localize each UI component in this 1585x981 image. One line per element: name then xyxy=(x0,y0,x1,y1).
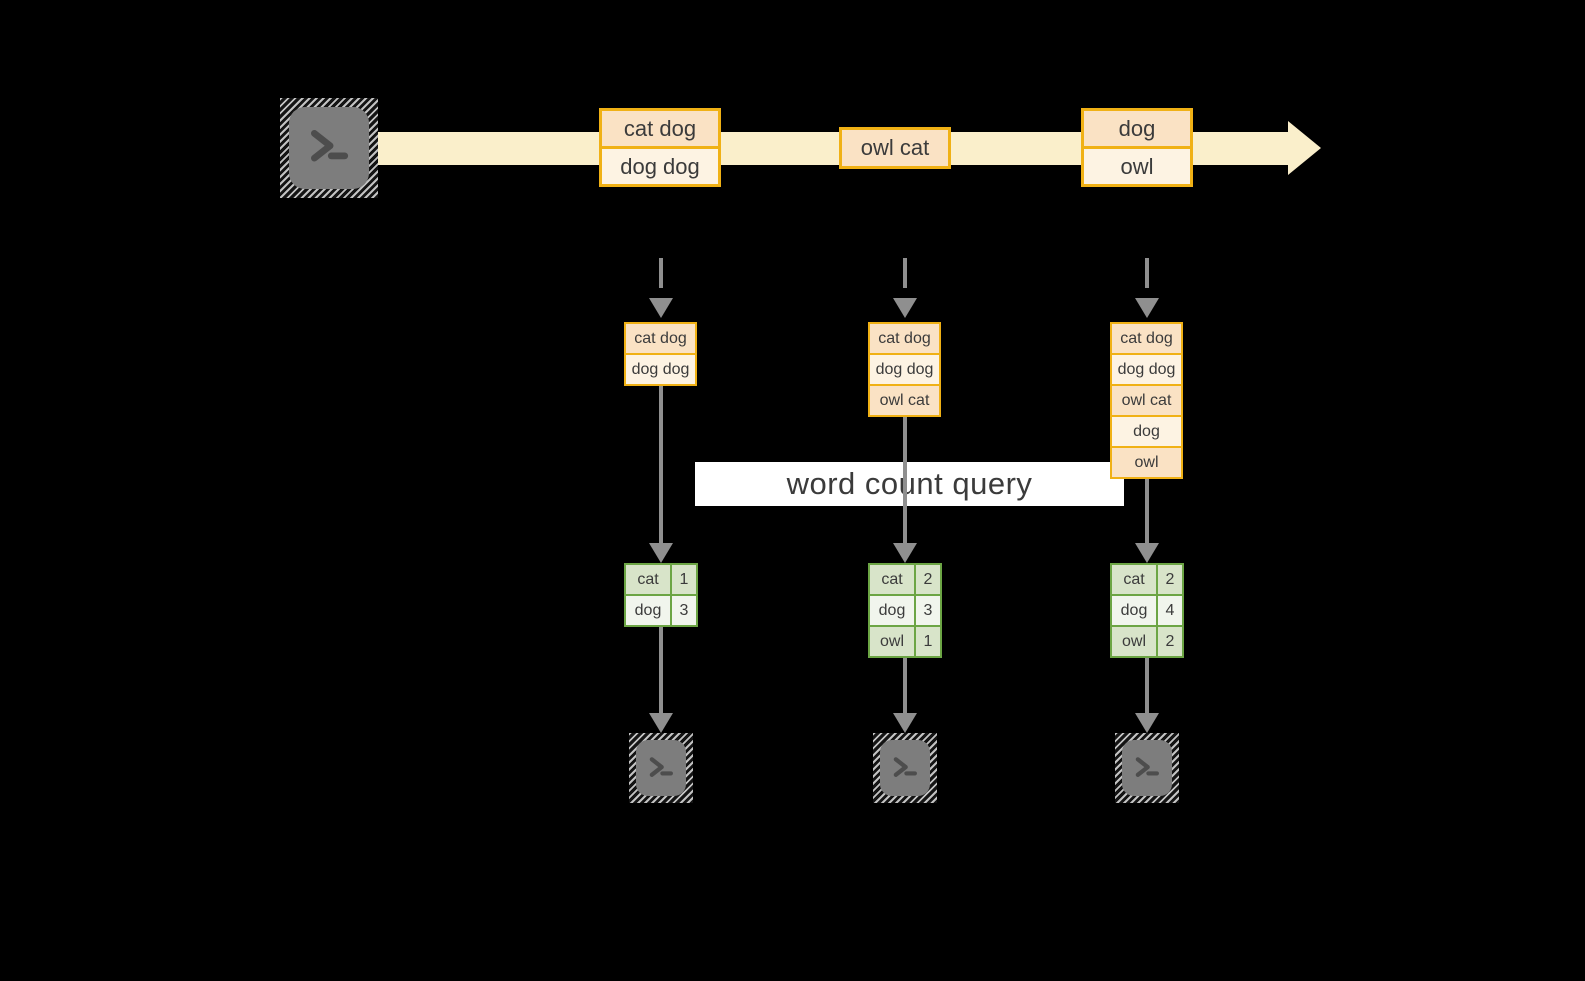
arrowhead-down-icon xyxy=(649,543,673,563)
count-table-1: cat 1 dog 3 xyxy=(624,563,698,627)
word-cell: dog xyxy=(626,596,670,625)
count-cell: 1 xyxy=(672,565,696,594)
arrowhead-down-icon xyxy=(893,298,917,318)
micro-batch-1-input: cat dog dog dog xyxy=(624,322,697,386)
count-cell: 3 xyxy=(916,596,940,625)
terminal-icon xyxy=(289,107,369,189)
stream-batch-3: dog owl xyxy=(1081,108,1193,187)
dashed-arrow-line xyxy=(903,258,907,288)
input-record: cat dog xyxy=(626,324,695,353)
stream-record: owl cat xyxy=(842,130,948,166)
arrowhead-down-icon xyxy=(893,543,917,563)
count-cell: 2 xyxy=(1158,565,1182,594)
query-banner: word count query xyxy=(695,462,1124,506)
arrow-line xyxy=(903,658,907,715)
word-cell: owl xyxy=(870,627,914,656)
input-record: owl cat xyxy=(1112,386,1181,415)
terminal-icon xyxy=(636,740,686,796)
arrow-line xyxy=(1145,658,1149,715)
arrowhead-down-icon xyxy=(1135,543,1159,563)
consumer-terminal-icon-2 xyxy=(873,733,937,803)
terminal-icon xyxy=(880,740,930,796)
dashed-arrow-line xyxy=(1145,258,1149,288)
word-cell: cat xyxy=(626,565,670,594)
terminal-prompt-glyph xyxy=(311,130,349,162)
arrowhead-down-icon xyxy=(893,713,917,733)
terminal-icon xyxy=(1122,740,1172,796)
input-record: owl xyxy=(1112,448,1181,477)
arrow-line xyxy=(903,417,907,545)
count-cell: 3 xyxy=(672,596,696,625)
arrowhead-down-icon xyxy=(649,298,673,318)
arrowhead-down-icon xyxy=(1135,298,1159,318)
terminal-prompt-glyph xyxy=(1135,756,1159,777)
input-record: dog dog xyxy=(870,355,939,384)
stream-record: dog xyxy=(1084,111,1190,146)
input-record: cat dog xyxy=(1112,324,1181,353)
stream-batch-1: cat dog dog dog xyxy=(599,108,721,187)
word-cell: cat xyxy=(870,565,914,594)
arrowhead-down-icon xyxy=(649,713,673,733)
word-cell: cat xyxy=(1112,565,1156,594)
word-cell: dog xyxy=(870,596,914,625)
arrowhead-down-icon xyxy=(1135,713,1159,733)
consumer-terminal-icon-1 xyxy=(629,733,693,803)
stream-record: dog dog xyxy=(602,149,718,184)
word-cell: owl xyxy=(1112,627,1156,656)
word-cell: dog xyxy=(1112,596,1156,625)
micro-batch-2-input: cat dog dog dog owl cat xyxy=(868,322,941,417)
producer-terminal-icon xyxy=(280,98,378,198)
stream-arrowhead xyxy=(1288,121,1321,175)
count-cell: 4 xyxy=(1158,596,1182,625)
input-record: cat dog xyxy=(870,324,939,353)
count-table-3: cat 2 dog 4 owl 2 xyxy=(1110,563,1184,658)
arrow-line xyxy=(1145,479,1149,545)
count-cell: 1 xyxy=(916,627,940,656)
stream-record: cat dog xyxy=(602,111,718,146)
stream-record: owl xyxy=(1084,149,1190,184)
dashed-arrow-line xyxy=(659,258,663,288)
input-record: dog dog xyxy=(1112,355,1181,384)
input-record: dog xyxy=(1112,417,1181,446)
arrow-line xyxy=(659,627,663,715)
micro-batch-3-input: cat dog dog dog owl cat dog owl xyxy=(1110,322,1183,479)
input-record: owl cat xyxy=(870,386,939,415)
count-cell: 2 xyxy=(916,565,940,594)
count-cell: 2 xyxy=(1158,627,1182,656)
consumer-terminal-icon-3 xyxy=(1115,733,1179,803)
terminal-prompt-glyph xyxy=(649,756,673,777)
arrow-line xyxy=(659,386,663,545)
terminal-prompt-glyph xyxy=(893,756,917,777)
stream-batch-2: owl cat xyxy=(839,127,951,169)
count-table-2: cat 2 dog 3 owl 1 xyxy=(868,563,942,658)
input-record: dog dog xyxy=(626,355,695,384)
